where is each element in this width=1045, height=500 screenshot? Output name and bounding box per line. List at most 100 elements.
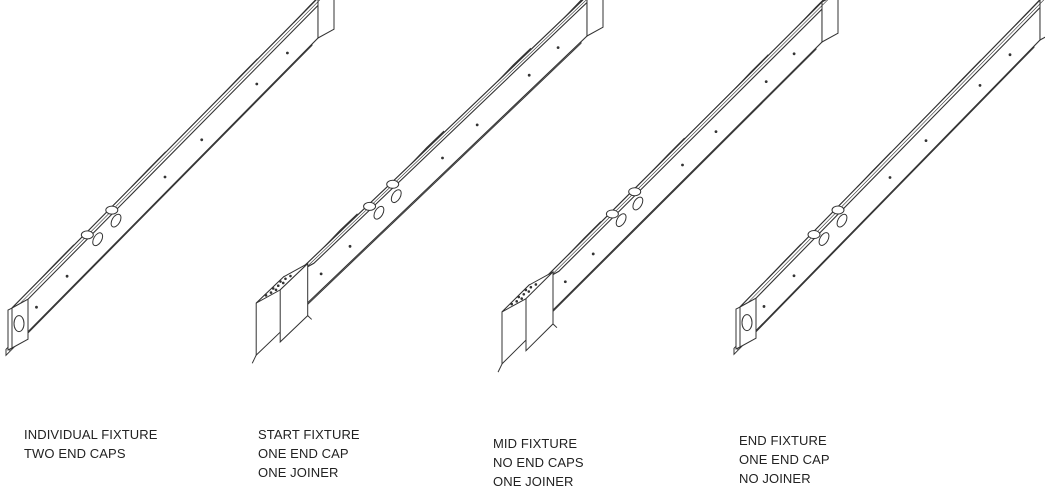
clip-slot — [953, 66, 975, 89]
top-knockout — [105, 205, 119, 215]
screw-hole — [255, 82, 259, 86]
joiner-hole — [276, 284, 280, 288]
screw-hole — [978, 84, 982, 87]
clip-slot — [137, 158, 160, 181]
joiner-hole — [510, 302, 514, 306]
joiner-hole — [527, 290, 531, 293]
screw-hole — [792, 52, 796, 56]
clip-slot — [570, 0, 583, 13]
clip-slot — [416, 137, 438, 159]
clip-slot — [657, 144, 679, 166]
end-cap-knockout — [741, 314, 753, 332]
joiner-foot — [251, 354, 257, 364]
clip-slot — [863, 158, 885, 181]
top-knockout — [807, 230, 821, 240]
clip-slot — [805, 0, 824, 19]
joiner-hole — [281, 281, 285, 285]
top-knockout — [605, 209, 619, 219]
top-fold-line — [550, 0, 829, 276]
screw-hole — [591, 252, 595, 256]
knockout-hole — [836, 213, 848, 228]
caption-line: END FIXTURE — [739, 433, 827, 448]
screw-hole — [65, 274, 69, 278]
knockout-hole — [92, 232, 104, 247]
caption-individual-fixture: INDIVIDUAL FIXTURE TWO END CAPS — [24, 425, 158, 463]
joiner-hole — [529, 285, 533, 289]
screw-hole — [792, 274, 796, 278]
knockout-hole — [373, 205, 385, 220]
joiner-foot — [497, 363, 503, 373]
screw-hole — [714, 130, 718, 134]
joiner-hole — [274, 288, 278, 292]
joiner-hole — [520, 297, 524, 300]
top-fold-line — [305, 0, 587, 268]
joiner-hole — [269, 291, 273, 294]
clip-slot — [503, 54, 525, 76]
end-cap-face — [7, 307, 13, 351]
screw-hole — [764, 80, 768, 83]
joiner-foot — [307, 315, 313, 320]
joiner-hole — [264, 294, 268, 297]
caption-end-fixture: END FIXTURE ONE END CAP NO JOINER — [739, 431, 830, 488]
joiner-hole — [522, 292, 526, 296]
screw-hole — [556, 46, 560, 49]
screw-hole — [888, 176, 892, 179]
top-knockout — [386, 179, 400, 189]
caption-mid-fixture: MID FIXTURE NO END CAPS ONE JOINER — [493, 434, 584, 491]
fixture-end-drawing — [733, 0, 1045, 356]
caption-line: NO END CAPS — [493, 455, 584, 470]
screw-hole — [527, 73, 531, 77]
joiner-hole — [515, 300, 519, 303]
screw-hole — [563, 280, 567, 284]
caption-line: ONE JOINER — [493, 474, 574, 489]
caption-line: ONE END CAP — [258, 446, 349, 461]
screw-hole — [475, 123, 479, 127]
knockout-hole — [110, 213, 122, 228]
clip-slot — [299, 0, 317, 17]
housing-far-end — [821, 0, 839, 43]
screw-hole — [924, 139, 928, 143]
fixture-start-drawing — [251, 0, 604, 364]
housing-front-face — [297, 0, 588, 314]
screw-hole — [35, 305, 38, 309]
joiner-hole — [289, 274, 292, 278]
caption-line: MID FIXTURE — [493, 436, 578, 451]
caption-line: ONE END CAP — [739, 452, 830, 467]
knockout-hole — [818, 232, 830, 246]
top-fold-line — [747, 0, 1045, 303]
joiner-hole — [524, 288, 528, 292]
joiner-hole — [517, 295, 521, 299]
screw-hole — [681, 163, 684, 167]
clip-slot — [773, 250, 795, 273]
screw-hole — [286, 51, 289, 55]
caption-start-fixture: START FIXTURE ONE END CAP ONE JOINER — [258, 425, 360, 482]
top-knockout — [363, 201, 377, 211]
knockout-hole — [632, 196, 644, 211]
joiner-wall — [279, 262, 309, 344]
clip-slot — [229, 65, 252, 88]
caption-line: ONE JOINER — [258, 465, 339, 480]
caption-line: START FIXTURE — [258, 427, 360, 442]
top-knockout — [628, 187, 642, 197]
end-cap-knockout — [13, 315, 25, 333]
top-knockout — [80, 230, 94, 240]
knockout-hole — [390, 189, 402, 204]
top-fold-line — [19, 0, 321, 304]
joiner-hole — [279, 280, 282, 283]
end-cap-face — [735, 306, 741, 350]
screw-hole — [319, 272, 323, 276]
top-knockout — [831, 205, 845, 215]
knockout-hole — [615, 213, 627, 228]
caption-line: INDIVIDUAL FIXTURE — [24, 427, 158, 442]
clip-slot — [741, 60, 763, 83]
joiner-hole — [284, 277, 287, 281]
clip-slot — [45, 251, 68, 274]
screw-hole — [348, 244, 352, 248]
screw-hole — [163, 175, 167, 179]
housing-far-end — [317, 0, 335, 39]
joiner-hole — [271, 287, 275, 290]
caption-line: TWO END CAPS — [24, 446, 126, 461]
joiner-hole — [534, 283, 538, 286]
clip-slot — [330, 219, 352, 242]
